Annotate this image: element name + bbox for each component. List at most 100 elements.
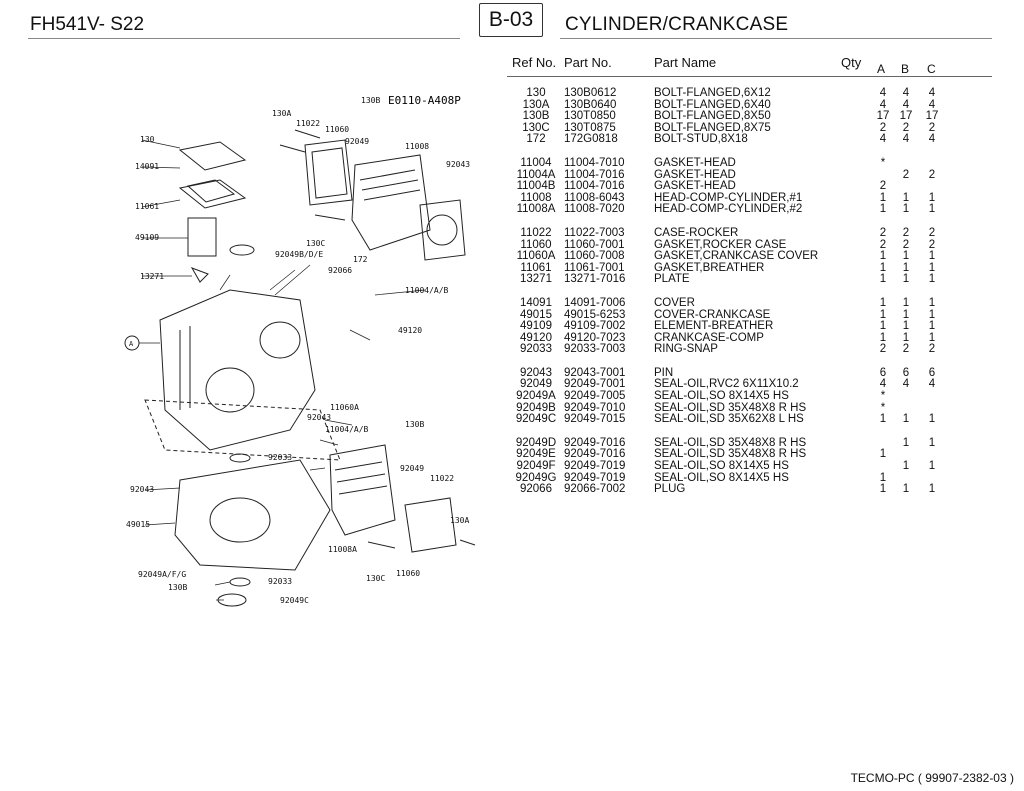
head-gasket-shape — [419, 199, 466, 261]
part-name: SEAL-OIL,SD 35X48X8 R HS — [654, 401, 807, 414]
ref-no: 11060 — [520, 238, 552, 251]
rocker-case-inner — [311, 147, 348, 199]
cylinder-head-shape — [351, 154, 431, 251]
ref-no: 11060A — [516, 250, 556, 263]
qty-a: 2 — [879, 343, 887, 356]
cover-bore — [209, 497, 271, 543]
part-no: 13271-7016 — [564, 273, 626, 286]
bolts-lines — [279, 129, 476, 549]
qty-c: 1 — [928, 273, 936, 286]
qty-a: 1 — [879, 308, 887, 321]
qty-a: 1 — [879, 250, 887, 263]
qty-b: 1 — [902, 483, 910, 496]
ref-no: 11022 — [520, 226, 552, 239]
qty-b: 1 — [902, 273, 910, 286]
col-header-c: C — [927, 62, 936, 76]
qty-c: 2 — [928, 238, 936, 251]
label-130A: 130A — [272, 109, 291, 118]
qty-c: 1 — [928, 331, 936, 344]
label-11061: 11061 — [135, 202, 159, 211]
col-header-name: Part Name — [654, 55, 717, 70]
qty-a: 1 — [879, 273, 887, 286]
ref-no: 11004B — [516, 180, 556, 193]
ref-no: 92066 — [520, 483, 552, 496]
part-no: 92049-7016 — [564, 448, 626, 461]
label-49109: 49109 — [135, 233, 159, 242]
head-2-fins — [334, 461, 388, 495]
part-no: 92049-7019 — [564, 460, 626, 473]
part-name: PIN — [654, 366, 674, 379]
ref-no: 130A — [522, 98, 550, 111]
cylinder-bore-2 — [259, 321, 301, 359]
ref-no: 92049D — [515, 436, 557, 449]
ref-no: 11004A — [516, 168, 556, 181]
label-11022b: 11022 — [430, 474, 454, 483]
part-name: PLATE — [654, 273, 690, 286]
label-130: 130 — [140, 135, 155, 144]
qty-b: 2 — [902, 343, 910, 356]
part-name: SEAL-OIL,SD 35X48X8 R HS — [654, 436, 807, 449]
head-gasket-bore — [426, 214, 458, 246]
page-code-box: B-03 — [479, 3, 543, 37]
part-name: SEAL-OIL,SD 35X62X8 L HS — [654, 413, 804, 426]
qty-b: 4 — [902, 133, 910, 146]
qty-c: 4 — [928, 378, 936, 391]
label-92049b2: 92049 — [400, 464, 424, 473]
qty-c: 1 — [928, 250, 936, 263]
qty-c: 1 — [928, 413, 936, 426]
label-92043: 92043 — [446, 160, 470, 169]
ref-no: 92049F — [516, 460, 556, 473]
col-header-b: B — [901, 62, 910, 76]
crankcase-shape — [159, 289, 316, 451]
plate-shape — [190, 267, 209, 283]
qty-b: 1 — [902, 331, 910, 344]
part-no: 11008-7020 — [564, 203, 625, 216]
part-no: 92049-7016 — [564, 436, 626, 449]
label-11060: 11060 — [325, 125, 349, 134]
snap-ring-shape — [229, 453, 251, 463]
qty-a: 1 — [879, 413, 887, 426]
qty-a: 1 — [879, 471, 887, 484]
label-13271: 13271 — [140, 272, 164, 281]
part-name: SEAL-OIL,SO 8X14X5 HS — [654, 390, 789, 403]
part-no: 172G0818 — [564, 133, 618, 146]
ref-no: 11004 — [520, 156, 552, 169]
part-name: BOLT-STUD,8X18 — [654, 133, 748, 146]
qty-c: 1 — [928, 203, 936, 216]
qty-b: 1 — [902, 460, 910, 473]
qty-b: 6 — [902, 366, 910, 379]
qty-c: 2 — [928, 168, 936, 181]
part-name: HEAD-COMP-CYLINDER,#2 — [654, 203, 803, 216]
qty-c: 1 — [928, 296, 936, 309]
part-no: 11004-7016 — [564, 168, 625, 181]
qty-a: 2 — [879, 121, 887, 134]
qty-b: 1 — [902, 320, 910, 333]
label-92049C: 92049C — [280, 596, 309, 605]
qty-b: 2 — [902, 226, 910, 239]
qty-a: 1 — [879, 261, 887, 274]
ref-no: 14091 — [520, 296, 552, 309]
label-11060b: 11060 — [396, 569, 420, 578]
qty-c: 2 — [928, 226, 936, 239]
label-11004ab: 11004/A/B — [405, 286, 449, 295]
label-130C: 130C — [306, 239, 325, 248]
part-no: 49109-7002 — [564, 320, 626, 333]
label-92066: 92066 — [328, 266, 352, 275]
cylinder-bore — [205, 367, 255, 413]
part-no: 49120-7023 — [564, 331, 626, 344]
qty-a: 2 — [879, 180, 887, 193]
